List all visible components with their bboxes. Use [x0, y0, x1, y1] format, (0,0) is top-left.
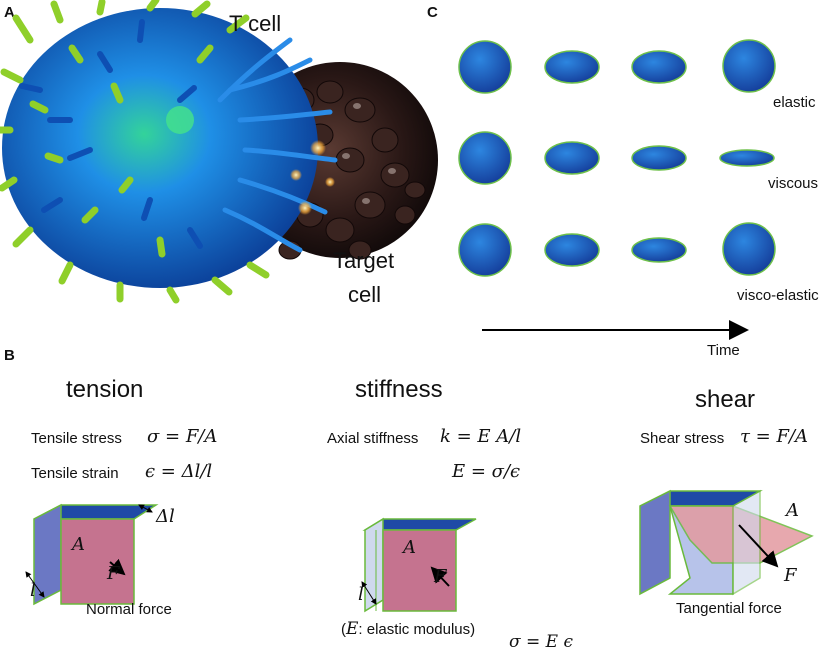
viscous-shape-3 [631, 145, 687, 171]
tensile-strain-equation: ϵ = Δl/l [145, 461, 213, 482]
stiffness-length-label: l [358, 584, 364, 605]
row-label-viscous: viscous [768, 175, 819, 192]
visco-elastic-shape-3 [631, 237, 687, 263]
t-cell-label: T cell [229, 11, 282, 36]
target-cell-label-line1: Target [333, 248, 395, 273]
tension-title: tension [66, 376, 144, 403]
modulus-note-suffix: : elastic modulus) [358, 621, 476, 638]
tension-force-label: F [107, 563, 120, 584]
synapse-sparks [290, 140, 335, 215]
tensile-stress-label: Tensile stress [31, 430, 122, 447]
visco-elastic-shape-4 [722, 222, 776, 276]
hooke-equation: σ = E ϵ [509, 632, 573, 652]
row-label-visco-elastic: visco-elastic [737, 287, 819, 304]
viscous-shape-1 [458, 131, 512, 185]
modulus-note-prefix: ( [341, 621, 346, 638]
shear-stress-label: Shear stress [640, 430, 725, 447]
row-label-elastic: elastic [773, 94, 816, 111]
shear-area-label: A [786, 500, 799, 521]
elastic-shape-4 [722, 39, 776, 93]
normal-force-caption: Normal force [86, 601, 172, 618]
modulus-symbol: E [346, 619, 359, 639]
axial-stiffness-equation: k = E A/l [440, 426, 522, 447]
target-cell-label-line2: cell [348, 282, 382, 307]
axial-stiffness-label: Axial stiffness [327, 430, 419, 447]
modulus-equation: E = σ/ϵ [452, 461, 521, 482]
stiffness-title: stiffness [355, 376, 443, 403]
tension-length-label: l [30, 580, 36, 601]
visco-elastic-shape-1 [458, 223, 512, 277]
shear-force-label: F [784, 565, 797, 586]
tangential-force-caption: Tangential force [676, 600, 782, 617]
modulus-note: (E: elastic modulus) [341, 619, 475, 639]
panel-c-letter: C [427, 4, 438, 21]
elastic-shape-2 [544, 50, 600, 84]
shear-stress-equation: τ = F/A [740, 426, 809, 447]
visco-elastic-shape-2 [544, 233, 600, 267]
tension-area-label: A [72, 534, 85, 555]
viscous-shape-4 [719, 149, 775, 167]
viscous-shape-2 [544, 141, 600, 175]
panel-b-letter: B [4, 347, 15, 364]
tensile-stress-equation: σ = F/A [147, 426, 218, 447]
stiffness-force-label: F [434, 566, 447, 587]
elastic-shape-1 [458, 40, 512, 94]
elastic-shape-3 [631, 50, 687, 84]
stiffness-area-label: A [403, 537, 416, 558]
time-label: Time [707, 342, 740, 359]
tensile-strain-label: Tensile strain [31, 465, 119, 482]
t-cell-illustration [0, 0, 338, 304]
tension-delta-l: Δl [156, 506, 175, 527]
panel-a-letter: A [4, 4, 15, 21]
shear-title: shear [695, 386, 756, 413]
